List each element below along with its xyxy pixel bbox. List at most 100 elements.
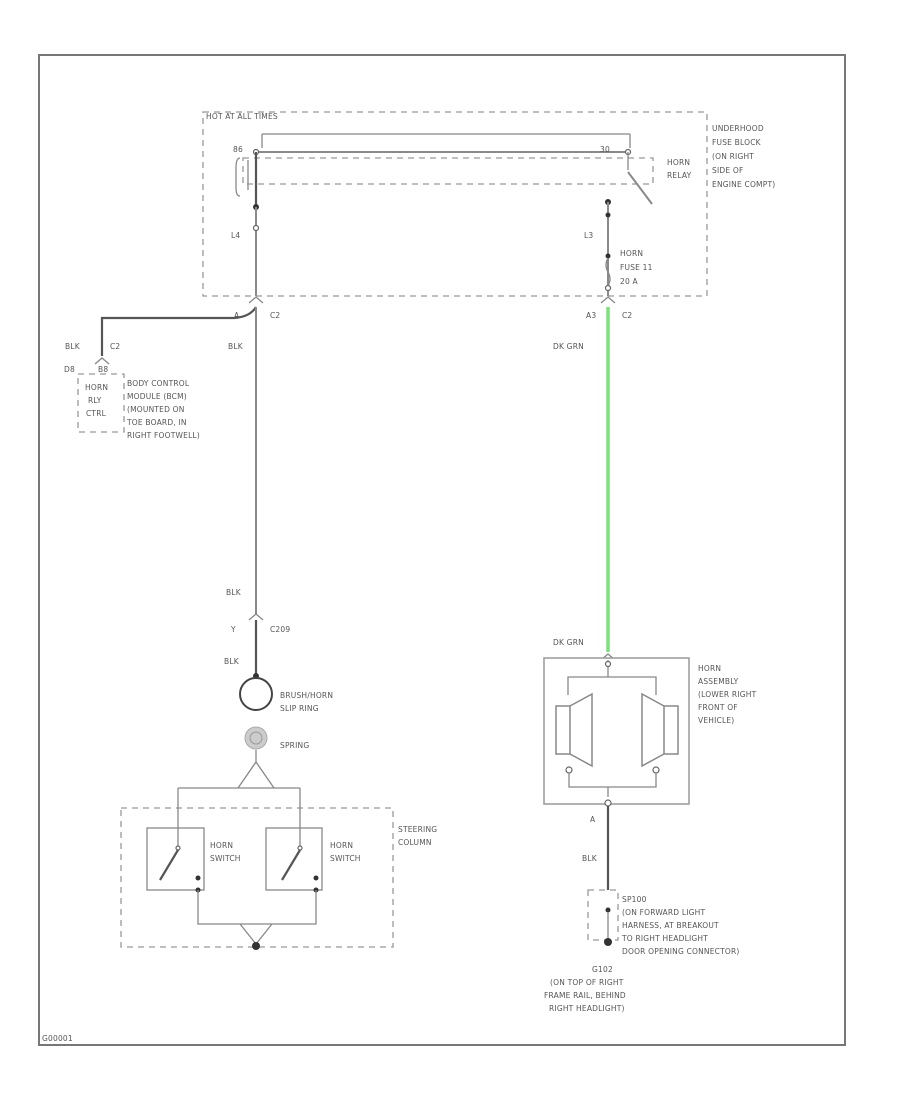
splice-label-5: DOOR OPENING CONNECTOR) <box>622 947 740 956</box>
pin-l3: L3 <box>584 231 593 240</box>
fuse-block-desc-1: UNDERHOOD <box>712 124 764 133</box>
splice-label-2: (ON FORWARD LIGHT <box>622 908 705 917</box>
horn-assembly-label-1: HORN <box>698 664 721 673</box>
relay-switch-blade <box>627 171 653 205</box>
slip-ring-label-1: BRUSH/HORN <box>280 691 333 700</box>
ground-label-1: G102 <box>592 965 613 974</box>
connector-c209: C209 <box>270 625 290 634</box>
relay-pin-right: 30 <box>600 145 610 154</box>
fuse-terminal <box>605 253 611 259</box>
horn-switch-2-terminal <box>313 875 319 881</box>
ground-wire-color: BLK <box>582 854 598 863</box>
fuse-label-2: FUSE 11 <box>620 263 653 272</box>
spring-split-wire <box>237 750 275 789</box>
relay-label-line2: RELAY <box>667 171 692 180</box>
switch-return-wire <box>197 890 317 946</box>
horn-terminal <box>652 766 660 774</box>
horn-switch-1-terminal <box>195 875 201 881</box>
fuse-icon <box>605 257 611 287</box>
horn-speaker-right-icon <box>641 692 679 768</box>
fuse-block-desc-4: SIDE OF <box>712 166 744 175</box>
horn-switch-2-label-1: HORN <box>330 841 353 850</box>
left-wire-color-mid: BLK <box>226 588 242 597</box>
bcm-ctrl-label-2: RLY <box>88 396 102 405</box>
horn-feed-terminal <box>604 660 612 668</box>
bcm-desc-3: (MOUNTED ON <box>127 405 185 414</box>
spring-icon-inner <box>249 731 263 745</box>
steering-column-label-2: COLUMN <box>398 838 432 847</box>
bcm-ctrl-label-1: HORN <box>85 383 108 392</box>
spring-icon <box>244 726 268 750</box>
horn-switch-1-blade <box>159 849 179 881</box>
relay-coil-icon <box>235 157 249 197</box>
horn-assembly-label-5: VEHICLE) <box>698 716 734 725</box>
diagram-frame <box>38 54 846 1046</box>
bcm-wire <box>100 306 257 356</box>
fuse-block-desc-2: FUSE BLOCK <box>712 138 762 147</box>
fuse-block-desc-5: ENGINE COMPT) <box>712 180 775 189</box>
horn-terminal <box>565 766 573 774</box>
right-wire-color-top: DK GRN <box>553 342 584 351</box>
horn-assembly-label-2: ASSEMBLY <box>698 677 739 686</box>
splice-label-1: SP100 <box>622 895 647 904</box>
ground-label-2: (ON TOP OF RIGHT <box>550 978 624 987</box>
horn-switch-1-label-2: SWITCH <box>210 854 241 863</box>
ground-label-3: FRAME RAIL, BEHIND <box>544 991 626 1000</box>
bcm-pin-icon <box>94 357 110 365</box>
right-wire-color-bottom: DK GRN <box>553 638 584 647</box>
bcm-ctrl-label-3: CTRL <box>86 409 107 418</box>
left-wire-color-lower: BLK <box>224 657 240 666</box>
steering-column-label-1: STEERING <box>398 825 437 834</box>
horn-switch-2-contact <box>297 845 303 851</box>
connector-c2-left-icon <box>248 296 264 304</box>
slip-ring-label-2: SLIP RING <box>280 704 319 713</box>
horn-speaker-left-icon <box>555 692 593 768</box>
fuse-label-1: HORN <box>620 249 643 258</box>
horn-switch-1-box <box>146 827 205 891</box>
ground-point <box>604 938 612 946</box>
fuse-terminal <box>604 284 612 292</box>
steering-column-outline <box>120 807 394 948</box>
connector-c2-right-icon <box>600 296 616 304</box>
bcm-wire-color: BLK <box>65 342 81 351</box>
bcm-desc-5: RIGHT FOOTWELL) <box>127 431 200 440</box>
connector-c209-icon <box>248 613 264 621</box>
connector-pin <box>605 212 611 218</box>
spring-label: SPRING <box>280 741 309 750</box>
connector-pin <box>252 224 260 232</box>
relay-label-line1: HORN <box>667 158 690 167</box>
bcm-desc-2: MODULE (BCM) <box>127 392 187 401</box>
splice-point <box>605 907 611 913</box>
fuse-block-header: HOT AT ALL TIMES <box>206 112 278 121</box>
bcm-pin-bottom-num: B8 <box>98 365 108 374</box>
footer-code: G00001 <box>42 1034 73 1043</box>
connector-c2-left-pin: A <box>234 311 240 320</box>
relay-pin-left: 86 <box>233 145 243 154</box>
pin-l4: L4 <box>231 231 240 240</box>
bcm-desc-1: BODY CONTROL <box>127 379 190 388</box>
horn-assembly-box <box>543 657 690 805</box>
horn-switch-2-box <box>265 827 323 891</box>
bcm-outline <box>77 373 125 433</box>
bcm-desc-4: TOE BOARD, IN <box>126 418 187 427</box>
steering-ground-point <box>252 942 260 950</box>
bcm-pin-top-num: D8 <box>64 365 75 374</box>
horn-switch-2-blade <box>281 849 301 881</box>
horn-return-wire <box>568 773 657 797</box>
horn-switch-2-label-2: SWITCH <box>330 854 361 863</box>
horn-switch-1-label-1: HORN <box>210 841 233 850</box>
fuse-label-3: 20 A <box>620 277 639 286</box>
fuse-block-desc-3: (ON RIGHT <box>712 152 754 161</box>
horn-ground-terminal <box>604 799 612 807</box>
slip-ring-icon <box>239 677 273 711</box>
relay-coil-outline <box>242 157 654 185</box>
bcm-pin-top: C2 <box>110 342 120 351</box>
splice-label-4: TO RIGHT HEADLIGHT <box>621 934 708 943</box>
fuse-block-outline <box>202 111 708 297</box>
connector-c2-left: C2 <box>270 311 280 320</box>
horn-feed-wire <box>567 660 657 695</box>
splice-outline <box>587 889 619 941</box>
connector-c2-right-pin: A3 <box>586 311 596 320</box>
horn-assembly-label-3: (LOWER RIGHT <box>698 690 757 699</box>
